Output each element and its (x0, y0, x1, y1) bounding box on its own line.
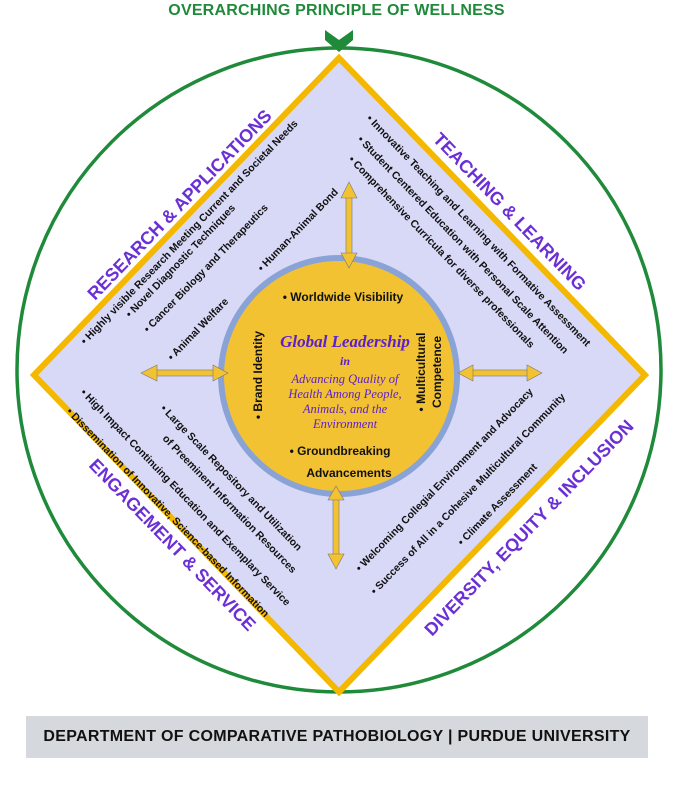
competence-label: Competence (430, 336, 444, 408)
groundbreaking-label: • Groundbreaking (290, 444, 391, 458)
brand-identity-label: • Brand Identity (251, 331, 265, 420)
chevron-down-icon (325, 30, 353, 52)
center-line: Health Among People, (287, 387, 401, 401)
overarching-principle-title: OVERARCHING PRINCIPLE OF WELLNESS (168, 2, 505, 19)
in-label: in (340, 354, 350, 368)
center-content: • Worldwide Visibility Global Leadership… (251, 290, 444, 480)
worldwide-visibility-label: • Worldwide Visibility (283, 290, 404, 304)
center-line: Animals, and the (302, 402, 388, 416)
multicultural-label: • Multicultural (414, 333, 428, 412)
center-line: Environment (312, 417, 378, 431)
center-line: Advancing Quality of (291, 372, 400, 386)
advancements-label: Advancements (306, 466, 392, 480)
footer-text: DEPARTMENT OF COMPARATIVE PATHOBIOLOGY |… (43, 728, 631, 745)
arrows (140, 181, 543, 570)
department-footer: DEPARTMENT OF COMPARATIVE PATHOBIOLOGY |… (26, 716, 648, 758)
global-leadership-headline: Global Leadership (280, 332, 410, 351)
